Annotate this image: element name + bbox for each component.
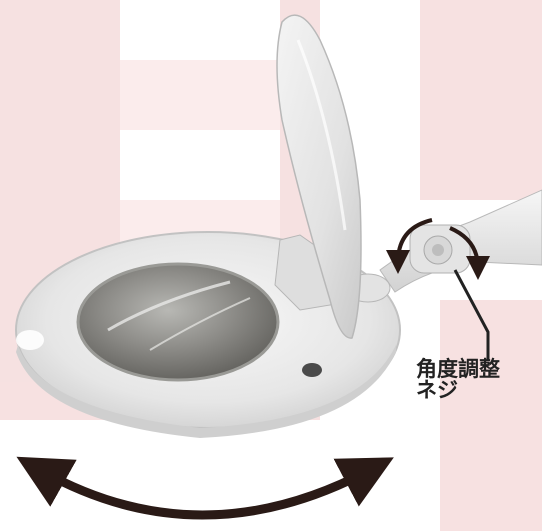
swivel-arrow-icon: [16, 456, 394, 520]
callout-label-line2: ネジ: [416, 378, 458, 402]
magnifier-cover: [276, 14, 362, 339]
lamp-arm: [379, 189, 542, 293]
tilt-arrows-icon: [386, 218, 490, 280]
callout-leader-line: [453, 269, 490, 360]
callout-label-line1: 角度調整: [416, 357, 500, 381]
